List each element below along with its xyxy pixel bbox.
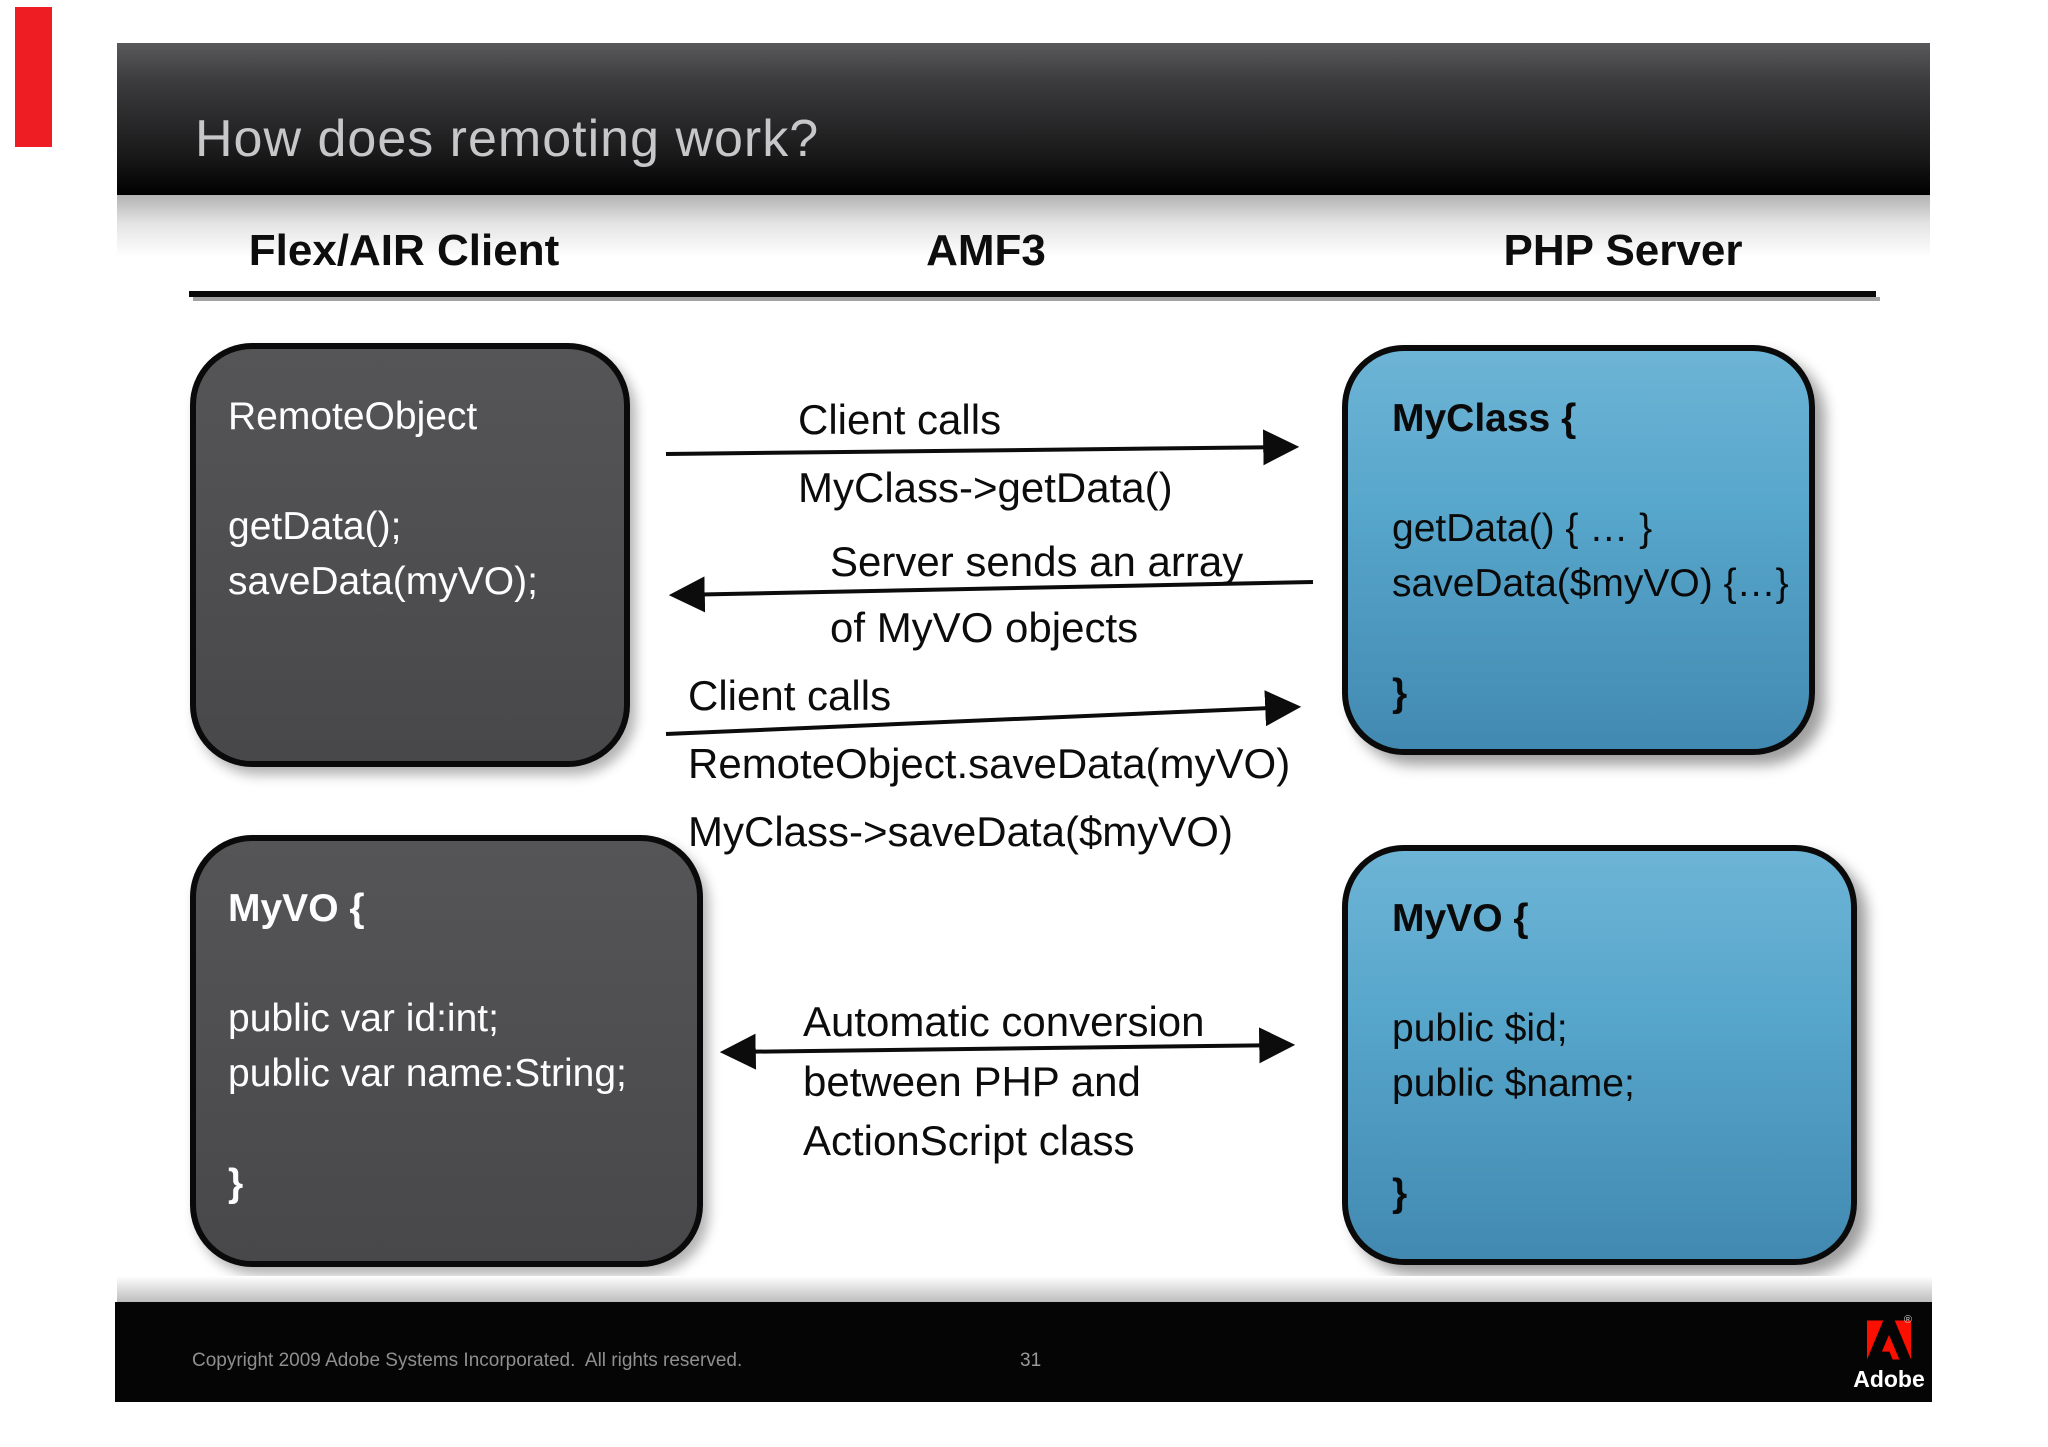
- arrow2-label-above: Server sends an array: [830, 538, 1244, 585]
- arrow3-label-below: RemoteObject.saveData(myVO): [688, 740, 1291, 787]
- column-header-php-server: PHP Server: [1503, 226, 1743, 275]
- arrow-client-calls-getdata: [665, 429, 1300, 466]
- code-line: saveData(myVO);: [228, 560, 538, 603]
- code-line: MyClass {: [1392, 397, 1577, 440]
- page-number: 31: [1020, 1350, 1042, 1371]
- slide-title-bar: How does remoting work?: [117, 43, 1930, 195]
- arrow4-label-below: between PHP and: [803, 1058, 1141, 1105]
- registered-mark-icon: ®: [1903, 1314, 1912, 1326]
- adobe-icon: ®: [1865, 1314, 1913, 1362]
- code-line: [1392, 946, 1835, 1001]
- arrow4-label-above: Automatic conversion: [803, 998, 1205, 1045]
- arrow2-label-below: of MyVO objects: [830, 604, 1139, 651]
- code-line: MyVO {: [1392, 897, 1529, 940]
- adobe-logo-text: Adobe: [1853, 1366, 1925, 1392]
- column-header-rule: [189, 291, 1876, 297]
- code-line: getData() { … }: [1392, 507, 1653, 550]
- code-line: [228, 444, 608, 499]
- arrow4-label-below2: ActionScript class: [803, 1117, 1135, 1164]
- arrow1-label-below: MyClass->getData(): [798, 464, 1173, 511]
- page-title: How does remoting work?: [195, 110, 820, 168]
- footer-bar: Copyright 2009 Adobe Systems Incorporate…: [115, 1302, 1932, 1402]
- copyright-text: Copyright 2009 Adobe Systems Incorporate…: [192, 1350, 743, 1371]
- code-line: [228, 936, 681, 991]
- annotation-marker: [15, 7, 52, 147]
- code-line: MyVO {: [228, 887, 365, 930]
- my-vo-actionscript-box: MyVO { public var id:int; public var name…: [190, 835, 703, 1267]
- arrow3-label-below2: MyClass->saveData($myVO): [688, 808, 1233, 855]
- code-line: [1392, 1111, 1835, 1166]
- code-line: public var id:int;: [228, 997, 499, 1040]
- code-line: }: [1392, 672, 1408, 715]
- my-vo-php-box: MyVO { public $id; public $name; }: [1342, 845, 1857, 1265]
- code-line: public $name;: [1392, 1062, 1635, 1105]
- code-line: [228, 1101, 681, 1156]
- code-line: [1392, 611, 1793, 666]
- arrow3-label-above: Client calls: [688, 672, 892, 719]
- adobe-logo: ® Adobe: [1853, 1314, 1925, 1392]
- code-line: }: [1392, 1172, 1408, 1215]
- code-line: saveData($myVO) {…}: [1392, 562, 1789, 605]
- code-line: public $id;: [1392, 1007, 1568, 1050]
- arrow-automatic-conversion: [719, 1027, 1296, 1070]
- code-line: getData();: [228, 505, 402, 548]
- code-line: RemoteObject: [228, 395, 478, 438]
- title-bar-reflection: [117, 195, 1930, 257]
- column-header-amf3: AMF3: [926, 226, 1046, 275]
- column-header-rule-shadow: [193, 297, 1880, 301]
- remote-object-box: RemoteObject getData(); saveData(myVO);: [190, 343, 630, 767]
- column-header-flex-air-client: Flex/AIR Client: [248, 226, 560, 275]
- code-line: public var name:String;: [228, 1052, 627, 1095]
- footer-shelf-gradient: [117, 1276, 1932, 1302]
- arrow1-label-above: Client calls: [798, 396, 1002, 443]
- code-line: }: [228, 1162, 244, 1205]
- code-line: [1392, 446, 1793, 501]
- my-class-box: MyClass { getData() { … } saveData($myVO)…: [1342, 345, 1815, 755]
